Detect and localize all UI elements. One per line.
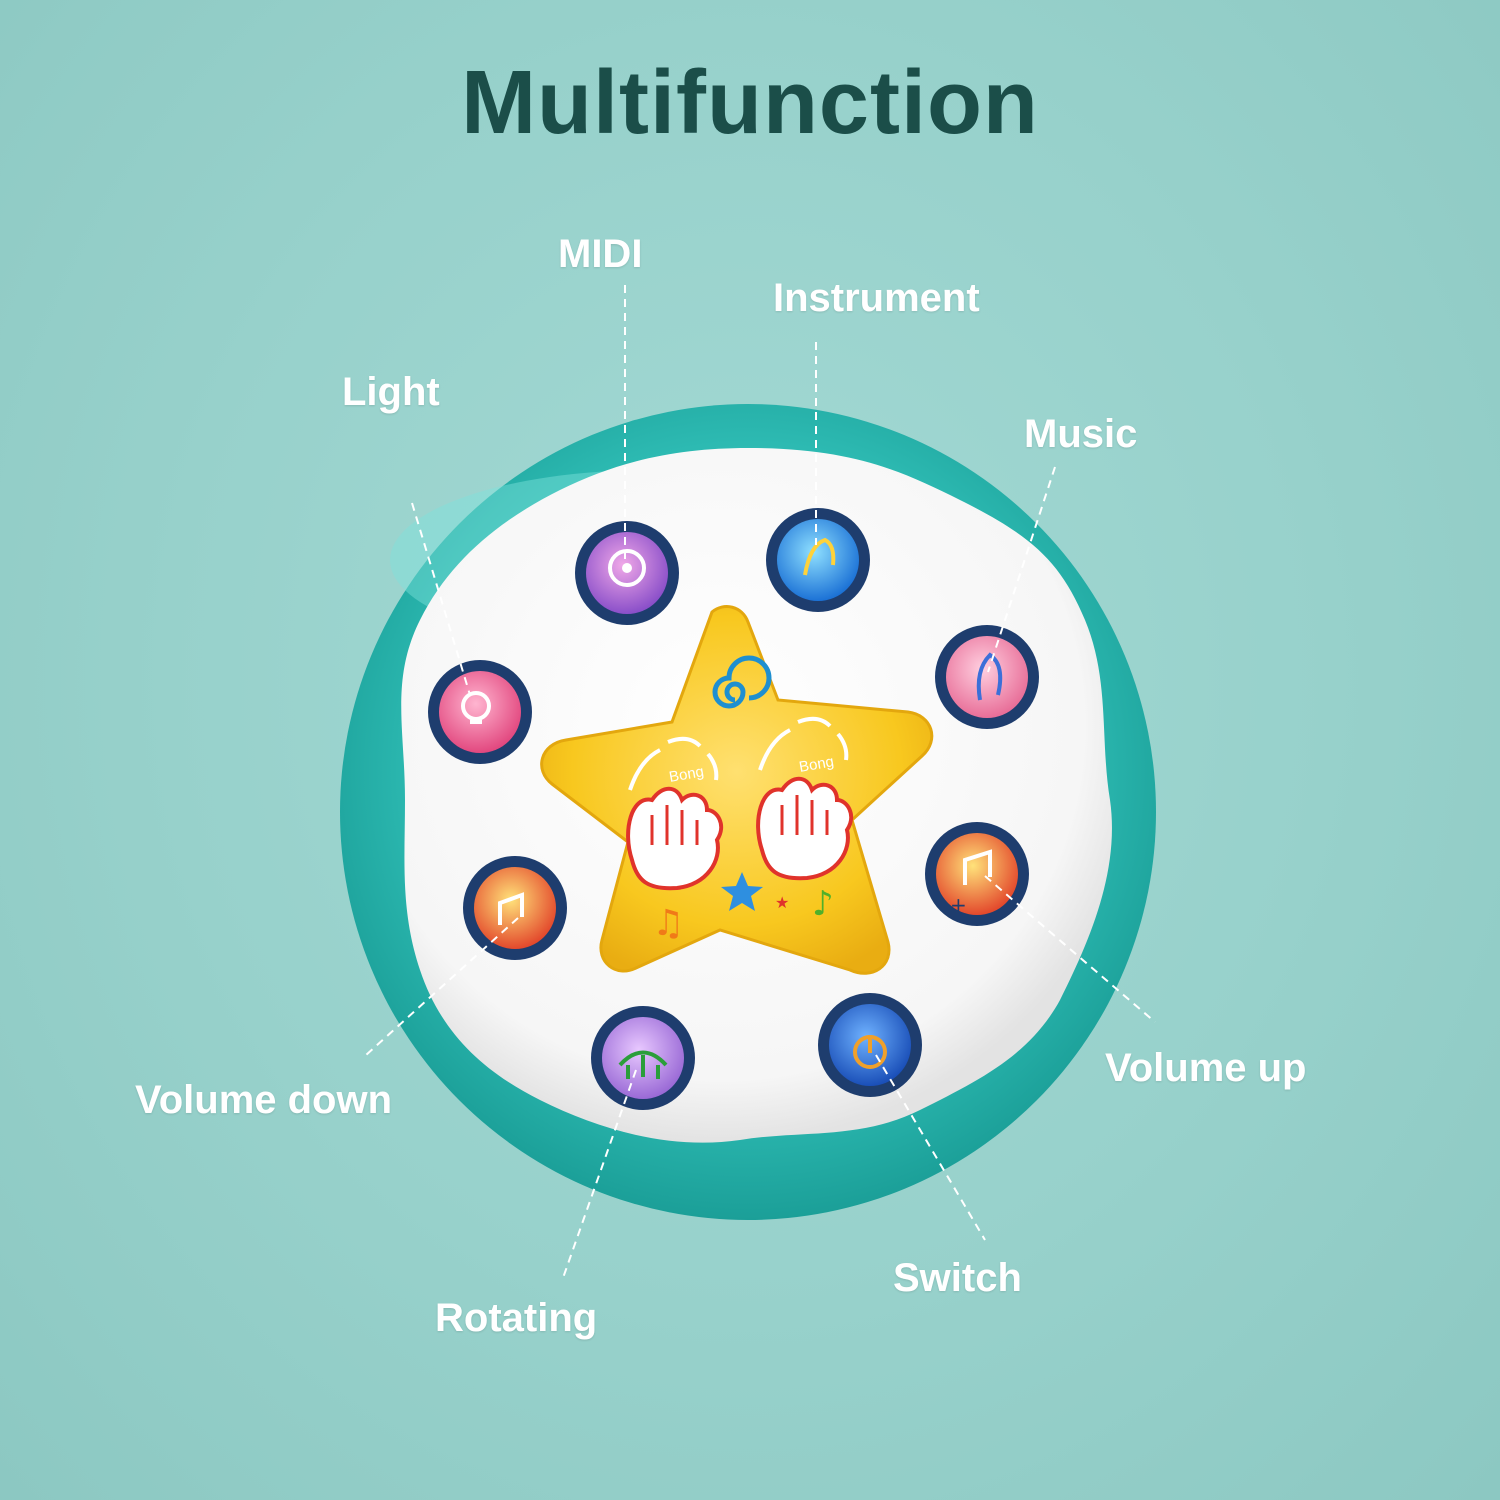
page-title: Multifunction [461,53,1039,153]
volume-down-button [463,856,567,960]
left-hand-icon [626,786,724,891]
light-button [428,660,532,764]
label-light: Light [342,370,440,414]
rotating-button [591,1006,695,1110]
leader-music [987,466,1056,673]
label-volume-up: Volume up [1105,1046,1307,1090]
leader-volume-down [365,917,519,1056]
note-left-icon: ♫ [652,903,684,944]
left-burst-icon [628,736,719,791]
label-midi: MIDI [558,232,643,276]
label-volume-down: Volume down [135,1078,393,1122]
volume-up-button: + [925,822,1029,926]
leader-lines [365,285,1156,1279]
small-star-icon: ★ [775,893,789,912]
leader-volume-up [984,875,1156,1023]
right-hand-icon [756,776,854,881]
left-bong-text: Bong [668,763,705,786]
label-instrument: Instrument [773,276,980,320]
right-bong-text: Bong [798,753,835,776]
svg-text:+: + [950,893,967,917]
note-right-icon: ♪ [812,884,834,924]
star-center-icon [721,872,763,911]
switch-button [818,993,922,1097]
midi-button [575,521,679,625]
label-switch: Switch [893,1256,1022,1300]
spiral-icon [712,655,772,709]
leader-light [411,502,471,696]
instrument-button [766,508,870,612]
leader-rotating [562,1069,637,1279]
label-rotating: Rotating [435,1296,598,1340]
right-burst-icon [758,716,849,771]
label-music: Music [1024,412,1138,456]
music-button [935,625,1039,729]
leader-switch [875,1054,986,1241]
